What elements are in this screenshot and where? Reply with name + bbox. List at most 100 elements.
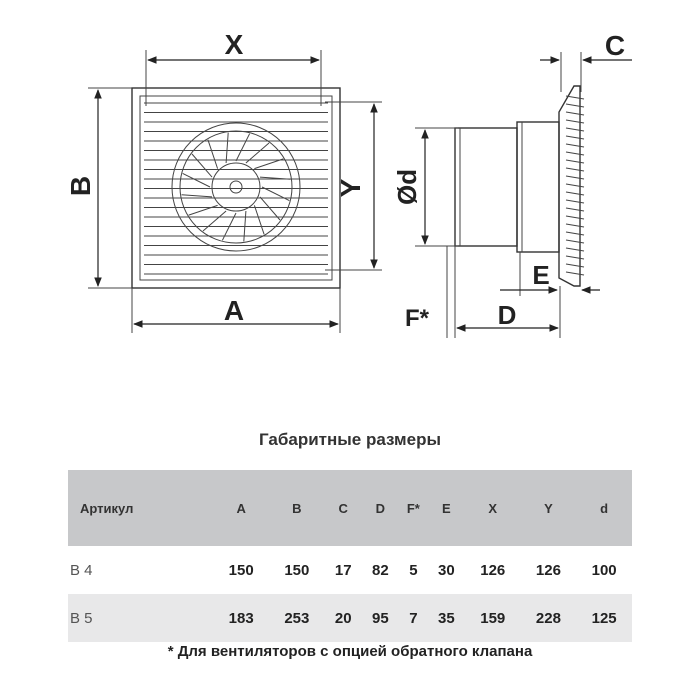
header-article: Артикул xyxy=(68,470,214,546)
side-louver-line xyxy=(565,239,585,244)
cell-a: 150 xyxy=(228,561,254,579)
fan-blade xyxy=(243,210,247,242)
side-louver-line xyxy=(565,247,585,252)
front-panel-outline xyxy=(131,87,341,289)
fan-blade xyxy=(245,142,270,164)
side-louver-line xyxy=(565,151,585,156)
dimension-b: B xyxy=(65,87,132,289)
table-header-row: Артикул A B C D F* E X Y d xyxy=(68,470,632,546)
dimension-y: Y xyxy=(325,101,382,271)
fan-blade xyxy=(202,210,227,232)
motor-housing xyxy=(516,121,560,253)
cell-article: B 5 xyxy=(68,594,214,642)
cell-b: 253 xyxy=(269,594,325,642)
cell-f: 7 xyxy=(398,594,428,642)
cell-article: B 4 xyxy=(70,561,93,579)
label-e: E xyxy=(532,260,549,290)
fan-dimension-drawing: X B Y A C xyxy=(65,29,632,338)
fan-blade xyxy=(261,186,290,202)
table-row: B 4 150 150 17 82 5 30 126 126 100 xyxy=(68,546,632,594)
side-louver-line xyxy=(565,223,585,228)
cell-b: 150 xyxy=(284,561,310,579)
duct-sleeve xyxy=(454,127,518,247)
header-x: X xyxy=(464,470,521,546)
side-louver-line xyxy=(565,119,585,124)
side-louver-line xyxy=(565,263,585,268)
table-title: Габаритные размеры xyxy=(259,430,441,449)
cell-e: 35 xyxy=(427,594,465,642)
label-d: D xyxy=(498,300,517,330)
header-f: F* xyxy=(398,470,428,546)
header-y: Y xyxy=(520,470,577,546)
footnote: * Для вентиляторов с опцией обратного кл… xyxy=(167,643,533,660)
fan-blade xyxy=(259,196,281,221)
dimensions-table: Артикул A B C D F* E X Y d B 4 150 150 1… xyxy=(68,470,632,642)
label-y: Y xyxy=(335,178,366,197)
fan-blade xyxy=(207,139,219,169)
side-louver-line xyxy=(565,215,585,220)
cell-y: 228 xyxy=(520,594,577,642)
dimension-c: C xyxy=(540,30,632,92)
side-louver-line xyxy=(565,191,585,196)
header-diameter: d xyxy=(576,470,632,546)
side-louver-line xyxy=(565,231,585,236)
side-louver-line xyxy=(565,127,585,132)
fan-rotor xyxy=(171,122,301,252)
dimension-f: F* xyxy=(405,305,430,332)
fan-blade xyxy=(181,194,213,198)
side-louver-line xyxy=(565,167,585,172)
fan-blade xyxy=(254,158,284,170)
header-d: D xyxy=(361,470,399,546)
dimension-e: E xyxy=(500,252,600,296)
cell-y: 126 xyxy=(535,561,561,579)
cell-d: 82 xyxy=(372,561,389,579)
side-louver-line xyxy=(565,183,585,188)
side-louver-line xyxy=(565,143,585,148)
cell-f: 5 xyxy=(409,561,418,579)
cell-c: 20 xyxy=(324,594,362,642)
label-f: F* xyxy=(405,305,430,332)
side-louver-line xyxy=(565,95,585,100)
side-view xyxy=(454,85,585,287)
label-x: X xyxy=(225,29,244,60)
header-c: C xyxy=(324,470,362,546)
side-louver-line xyxy=(565,199,585,204)
cell-c: 17 xyxy=(334,561,352,579)
front-view xyxy=(131,87,341,289)
header-a: A xyxy=(213,470,270,546)
cell-e: 30 xyxy=(438,561,455,579)
cell-diameter: 100 xyxy=(591,561,617,579)
side-louver-line xyxy=(565,159,585,164)
fan-blade xyxy=(221,212,237,241)
fan-blade xyxy=(225,132,229,164)
label-diameter: Ød xyxy=(392,169,422,205)
cell-a: 183 xyxy=(213,594,270,642)
grille-louvers xyxy=(144,102,328,275)
side-louver-line xyxy=(565,103,585,108)
header-e: E xyxy=(427,470,465,546)
side-louvers xyxy=(565,95,585,276)
fan-blade xyxy=(191,153,213,178)
dimension-x: X xyxy=(145,29,322,106)
fan-blade xyxy=(235,133,251,162)
dimension-d: D xyxy=(446,246,561,338)
fan-blade xyxy=(259,176,291,180)
label-b: B xyxy=(65,176,96,196)
front-grille-profile xyxy=(558,85,581,287)
label-c: C xyxy=(605,30,625,61)
dimension-a: A xyxy=(131,288,341,333)
header-b: B xyxy=(269,470,325,546)
table-row: B 5 183 253 20 95 7 35 159 228 125 xyxy=(68,594,632,642)
cell-d: 95 xyxy=(361,594,399,642)
fan-blade xyxy=(188,204,218,216)
front-panel-inner xyxy=(139,95,333,281)
fan-blade xyxy=(182,172,211,188)
side-louver-line xyxy=(565,135,585,140)
dimension-diameter: Ød xyxy=(392,127,458,247)
cell-x: 159 xyxy=(464,594,521,642)
cell-x: 126 xyxy=(480,561,506,579)
cell-diameter: 125 xyxy=(576,594,632,642)
side-louver-line xyxy=(565,207,585,212)
side-louver-line xyxy=(565,255,585,260)
side-louver-line xyxy=(565,175,585,180)
